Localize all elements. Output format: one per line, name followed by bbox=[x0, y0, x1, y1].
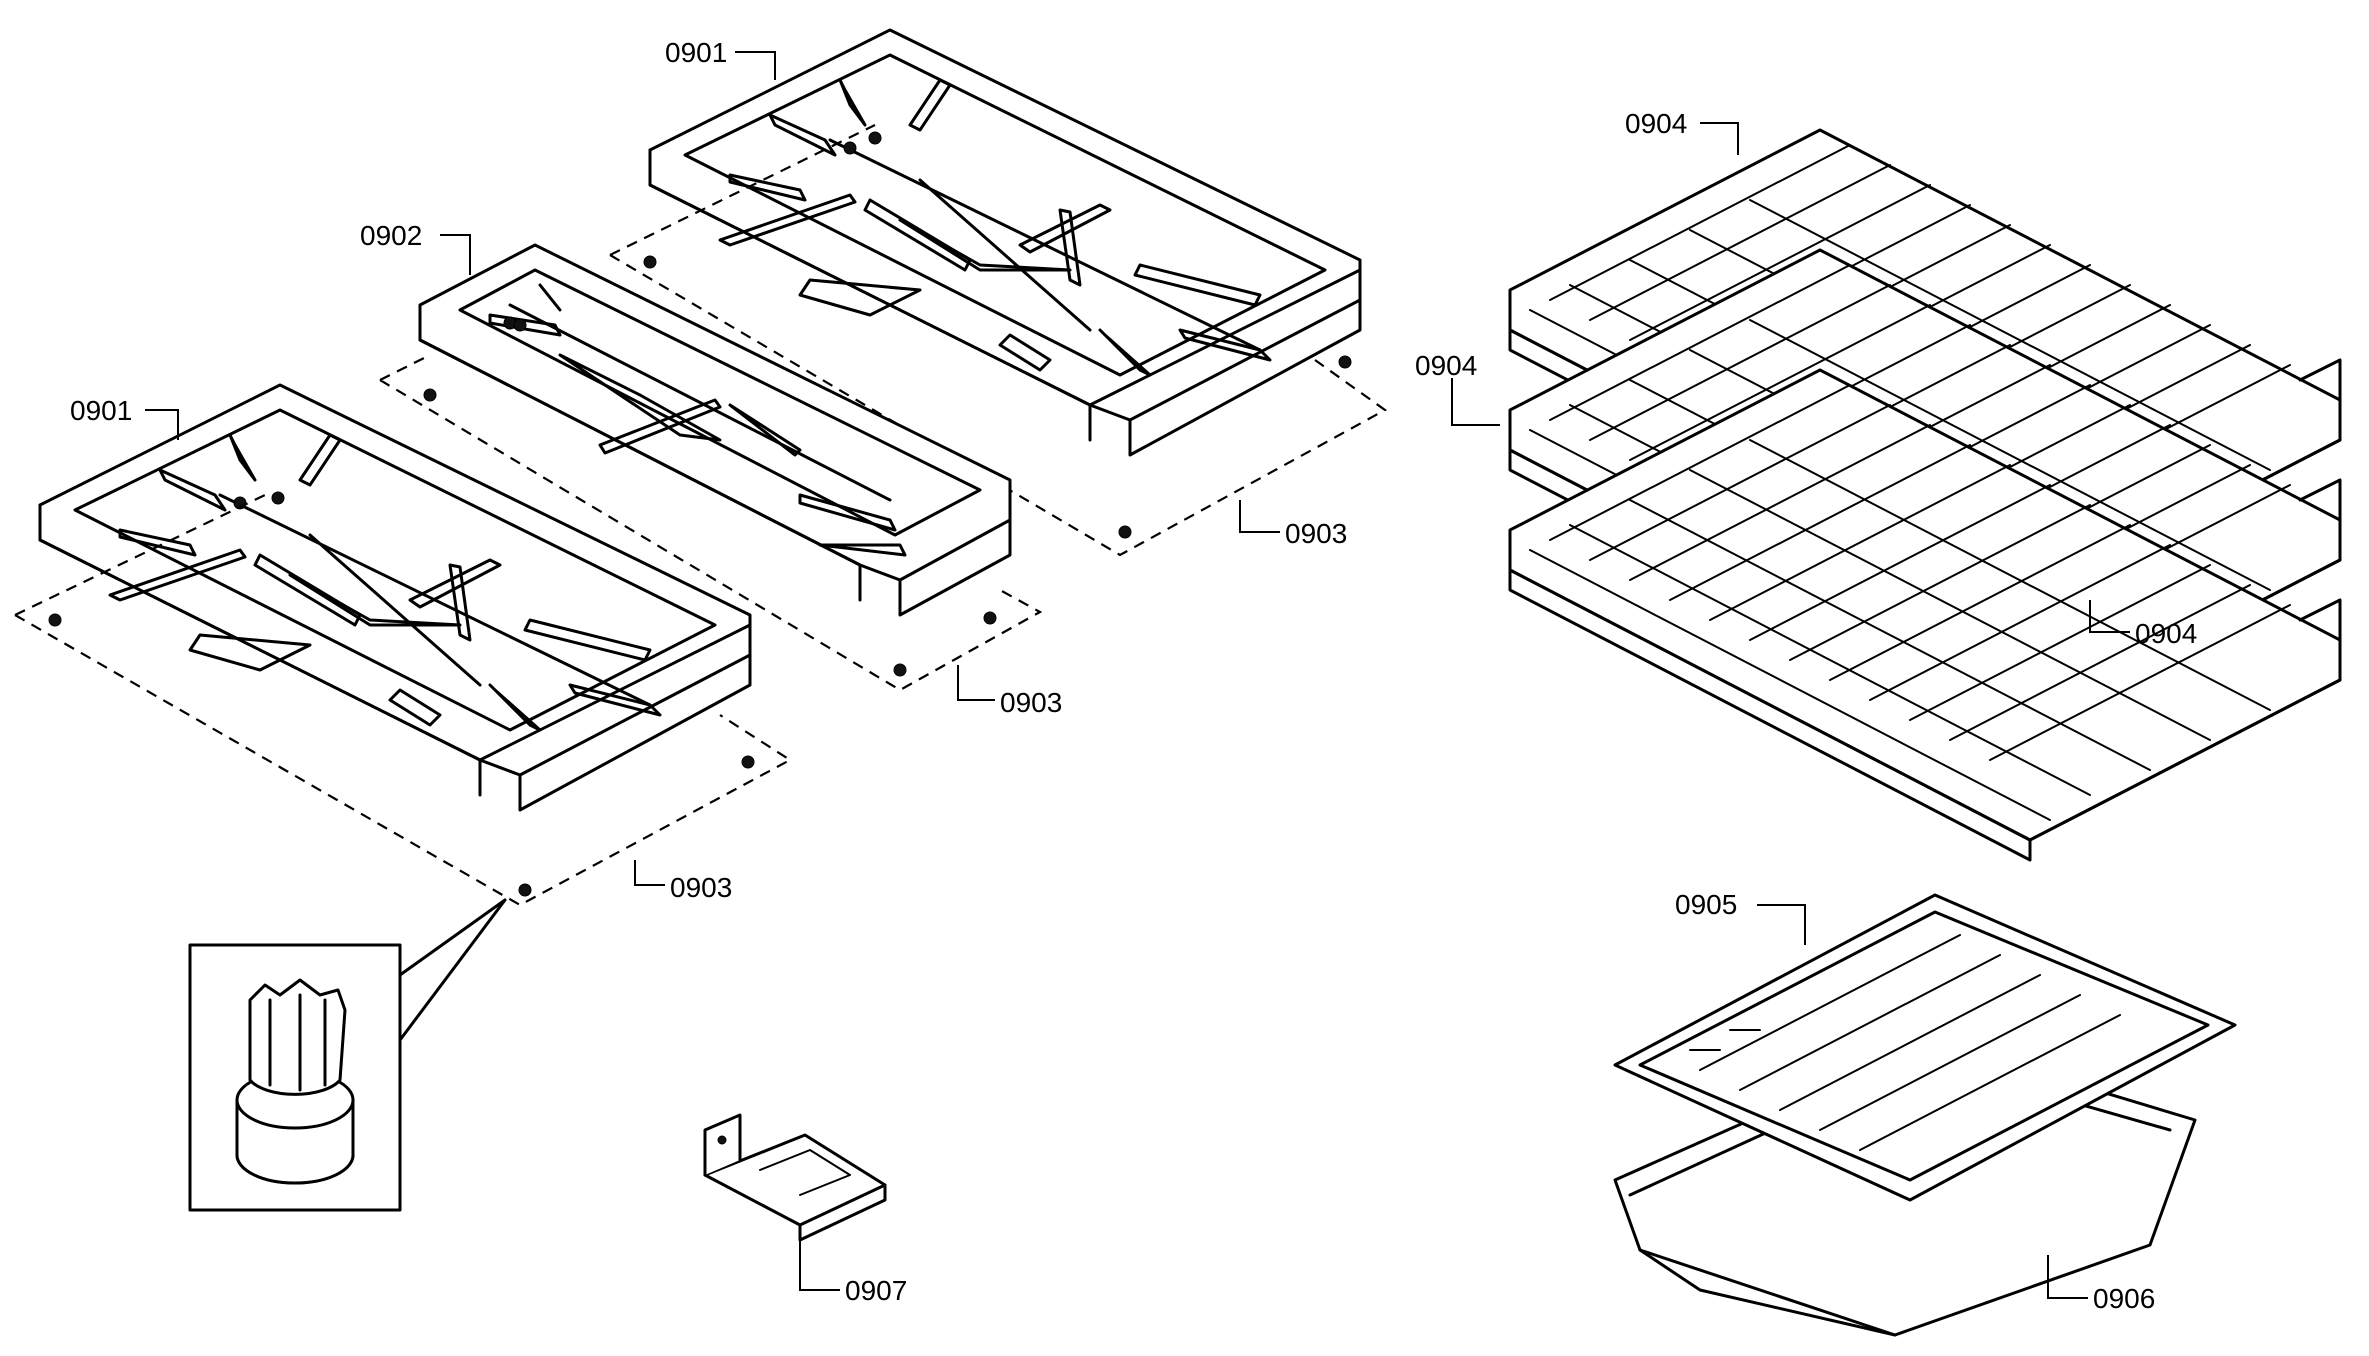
mounting-bracket bbox=[703, 1113, 887, 1242]
label-foot-right: 0903 bbox=[1285, 518, 1347, 549]
label-rack-bottom: 0904 bbox=[2135, 618, 2197, 649]
label-broil-grid: 0905 bbox=[1675, 889, 1737, 920]
label-grate-center: 0902 bbox=[360, 220, 422, 251]
label-rack-top: 0904 bbox=[1625, 108, 1687, 139]
callout-labels: 0901 0902 0901 0903 0903 0903 0904 0904 … bbox=[70, 37, 2197, 1314]
rubber-foot-icon bbox=[235, 978, 355, 1185]
grate-center-feet-outline bbox=[379, 318, 1043, 692]
grate-left-feet-outline bbox=[14, 491, 793, 907]
broil-grid bbox=[1613, 893, 2237, 1202]
label-foot-center: 0903 bbox=[1000, 687, 1062, 718]
label-foot-left: 0903 bbox=[670, 872, 732, 903]
leader-lines bbox=[145, 51, 2130, 1299]
label-rack-middle: 0904 bbox=[1415, 350, 1477, 381]
label-bracket: 0907 bbox=[845, 1275, 907, 1306]
label-broil-pan: 0906 bbox=[2093, 1283, 2155, 1314]
grate-right-feet-outline bbox=[609, 124, 1388, 557]
label-grate-left: 0901 bbox=[70, 395, 132, 426]
foot-detail-inset bbox=[188, 898, 507, 1212]
label-grate-right: 0901 bbox=[665, 37, 727, 68]
